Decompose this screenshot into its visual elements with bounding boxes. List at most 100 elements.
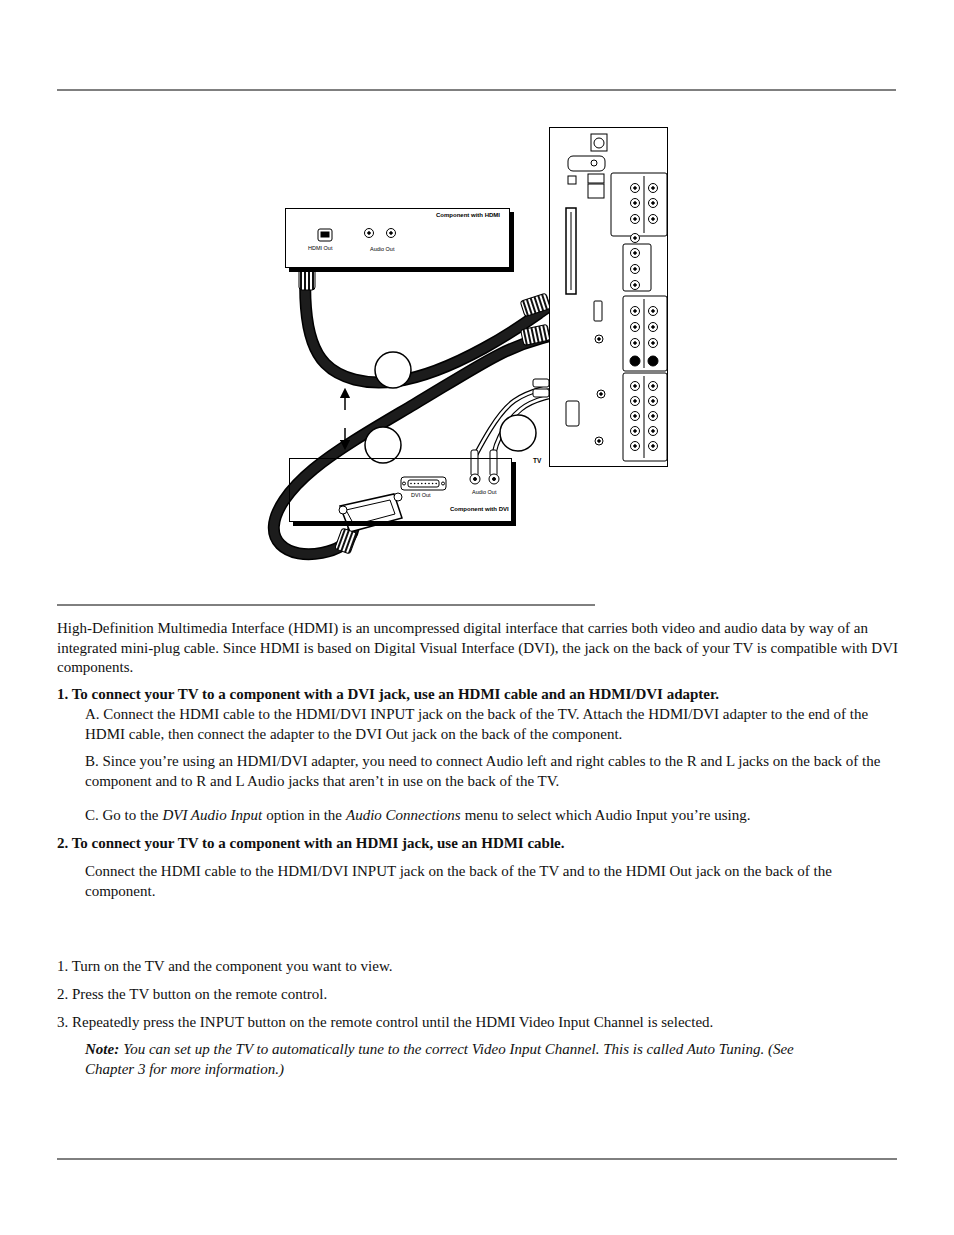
drawing-part [470,474,480,484]
body-text: A. Connect the HDMI cable to the HDMI/DV… [85,706,868,742]
drawing-part [631,397,640,406]
hdmi-cable [274,336,549,554]
drawing-part [408,480,439,487]
drawing-part [591,134,607,151]
callout-circle [375,352,411,388]
drawing-part [588,174,604,183]
drawing-part [474,478,477,481]
box-title: TV [533,457,541,464]
drawing-part [652,310,655,313]
tv-panel: TV [549,127,668,467]
drawing-part [425,483,427,485]
body-text: 1. Turn on the TV and the component you … [57,958,393,974]
top-rule [57,90,896,91]
audio-plug [533,389,549,397]
drawing-part [623,373,667,461]
drawing-part [652,445,655,448]
up-arrow [344,393,346,410]
body-text: 1. To connect your TV to a component wit… [57,686,719,702]
drawing-part [652,400,655,403]
drawing-part [634,202,637,205]
down-arrow [344,428,346,445]
drawing-part [631,184,640,193]
drawing-part [634,415,637,418]
hdmi-dvi-adapter [340,494,402,532]
drawing-part [591,160,597,166]
text-paragraph: B. Since you’re using an HDMI/DVI adapte… [85,752,900,791]
drawing-part [566,208,576,294]
text-paragraph: 1. To connect your TV to a component wit… [57,685,900,705]
drawing-part [597,390,605,398]
drawing-part [588,184,604,198]
drawing-part [566,134,667,461]
drawing-part [594,138,604,148]
drawing-part [318,229,396,242]
drawing-part [652,342,655,345]
drawing-part [421,483,423,485]
drawing-part [634,400,637,403]
drawing-part [401,477,446,490]
jack-label: Audio Out [370,246,394,252]
body-text: C. Go to the [85,807,158,823]
cable-core [493,397,549,458]
plugs-and-callouts [299,268,551,554]
drawing-part [649,307,658,316]
drawing-part [571,212,572,290]
emphasis-text: Note: [85,1041,119,1057]
text-paragraph: High-Definition Multimedia Interface (HD… [57,619,900,678]
component-box: DVI OutAudio OutComponent with DVI [289,458,512,522]
drawing-part [568,156,605,171]
drawing-part [390,232,393,235]
drawing-part [649,442,658,451]
drawing-part [634,284,637,287]
text-paragraph: 2. To connect your TV to a component wit… [57,834,900,854]
body-text: Connect the HDMI cable to the HDMI/DVI I… [85,863,832,899]
callout-circle [500,415,536,451]
drawing-part [631,339,640,348]
drawing-part [435,483,437,485]
drawing-part [634,268,637,271]
heading-rule [57,605,595,606]
drawing-part [403,482,406,485]
drawing-part [634,326,637,329]
drawing-part [401,474,499,490]
body-text: 2. Press the TV button on the remote con… [57,986,327,1002]
drawing-part [649,323,658,332]
drawing-part [428,483,430,485]
drawing-part [652,218,655,221]
text-paragraph: 1. Turn on the TV and the component you … [57,957,900,977]
hdmi-plug [521,324,551,345]
emphasis-text: You can set up the TV to automatically t… [85,1041,794,1077]
drawing-part [566,401,579,426]
drawing-part [631,427,640,436]
drawing-part [631,281,640,290]
emphasis-text: DVI Audio Input [162,807,262,823]
hdmi-plug [520,293,551,317]
jack-label: DVI Out [411,492,431,498]
box-title: Component with HDMI [436,212,500,219]
tv-drawing [550,128,667,466]
drawing-part [649,397,658,406]
drawing-part [387,229,396,238]
drawing-part [649,184,658,193]
audio-plug [533,379,549,387]
drawing-part [634,310,637,313]
drawing-part [649,412,658,421]
drawing-part [652,415,655,418]
text-paragraph: Note:You can set up the TV to automatica… [85,1040,845,1079]
drawing-part [634,237,637,240]
body-text: menu to select which Audio Input you’re … [465,807,751,823]
drawing-part [634,252,637,255]
drawing-part [368,232,371,235]
drawing-part [652,430,655,433]
body-text: B. Since you’re using an HDMI/DVI adapte… [85,753,880,789]
body-text: High-Definition Multimedia Interface (HD… [57,620,898,675]
cable-outline [305,268,549,382]
drawing-part [631,412,640,421]
jack-label: HDMI Out [308,245,332,251]
drawing-part [634,385,637,388]
drawing-part [634,218,637,221]
bottom-rule [57,1159,897,1160]
hdmi-plug [335,528,358,554]
